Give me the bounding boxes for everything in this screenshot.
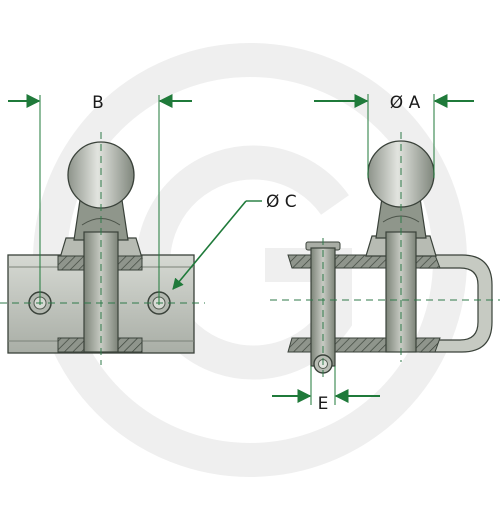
dimension-c-label: Ø C <box>266 192 297 212</box>
left-view: B Ø C <box>0 93 297 365</box>
dimension-b-label: B <box>92 93 104 113</box>
dimension-e-label: E <box>318 394 329 414</box>
dimension-a-label: Ø A <box>390 93 421 113</box>
right-view: Ø A E <box>270 93 500 414</box>
